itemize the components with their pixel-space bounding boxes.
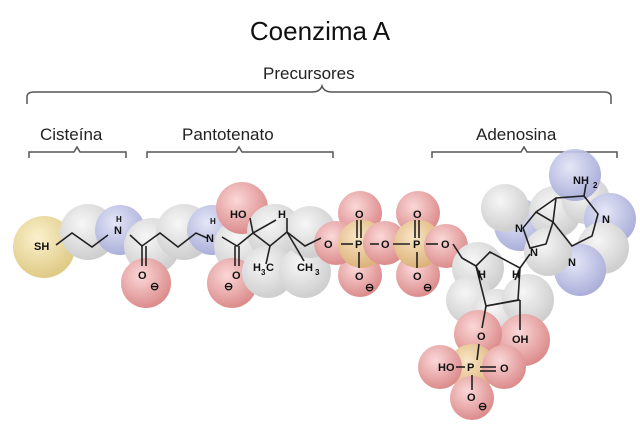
pantothenate-label: Pantotenato <box>182 125 274 144</box>
phos3-charge-label: ⊖ <box>478 401 487 413</box>
amide-h1-label: H <box>116 215 122 224</box>
thiol-label: SH <box>34 241 49 253</box>
methyl-left-sub-label: 3 <box>261 268 266 277</box>
phosphorus-2-label: P <box>413 239 420 251</box>
phos2-charge-label: ⊖ <box>423 282 432 294</box>
hydroxyl-label: HO <box>230 209 247 221</box>
partial-charge-2-label: ⊖ <box>224 281 233 293</box>
carbonyl-o1-label: O <box>138 270 147 282</box>
glycosidic-n-label: N <box>530 247 538 259</box>
phos1-o-bottom-label: O <box>355 271 364 283</box>
ring-h-left-label: H <box>478 269 486 281</box>
atom-spheres <box>13 149 636 420</box>
carbonyl-o2-label: O <box>232 270 241 282</box>
ester-o1-label: O <box>324 239 333 251</box>
amine-nh-label: NH <box>573 175 589 187</box>
phos2-o-bottom-label: O <box>413 271 422 283</box>
adenosine-bracket <box>431 145 618 158</box>
atom-labels: SH N H O ⊖ N H O ⊖ HO H H 3 C CH 3 O O P… <box>34 175 610 413</box>
pantothenate-bracket <box>146 145 334 158</box>
pyrimidine-n2-label: N <box>568 257 576 269</box>
cysteine-bracket <box>28 145 127 158</box>
diagram-title: Coenzima A <box>249 16 391 46</box>
phos3-ho-label: HO <box>438 362 455 374</box>
phos3-o-bottom-label: O <box>467 392 476 404</box>
bonds <box>55 183 599 390</box>
cysteine-label: Cisteína <box>40 125 103 144</box>
methyl-right-label: CH <box>297 262 313 274</box>
stereo-h1-label: H <box>278 209 286 221</box>
pyrimidine-n1-label: N <box>602 214 610 226</box>
ester-o2-label: O <box>441 239 450 251</box>
ring-h-right-label: H <box>512 269 520 281</box>
amide-n2-label: N <box>206 233 214 245</box>
methyl-right-sub-label: 3 <box>315 268 320 277</box>
methyl-left-c-label: C <box>266 262 274 274</box>
amide-h2-label: H <box>210 217 216 226</box>
methyl-left-h-label: H <box>253 262 261 274</box>
phos2-o-top-label: O <box>413 209 422 221</box>
phos1-charge-label: ⊖ <box>365 282 374 294</box>
amine-sub-label: 2 <box>593 181 598 190</box>
phos1-o-top-label: O <box>355 209 364 221</box>
precursors-label: Precursores <box>263 64 355 83</box>
phosphorus-1-label: P <box>355 239 362 251</box>
adenosine-label: Adenosina <box>476 125 557 144</box>
partial-charge-1-label: ⊖ <box>150 281 159 293</box>
ribose-oh-label: OH <box>512 334 529 346</box>
phos3-o-right-label: O <box>500 363 509 375</box>
imidazole-n-label: N <box>515 223 523 235</box>
ribose-o-label: O <box>477 331 486 343</box>
phosphorus-3-label: P <box>467 362 474 374</box>
precursors-bracket <box>26 83 612 104</box>
bridge-o-label: O <box>381 239 390 251</box>
amide-n1-label: N <box>114 225 122 237</box>
